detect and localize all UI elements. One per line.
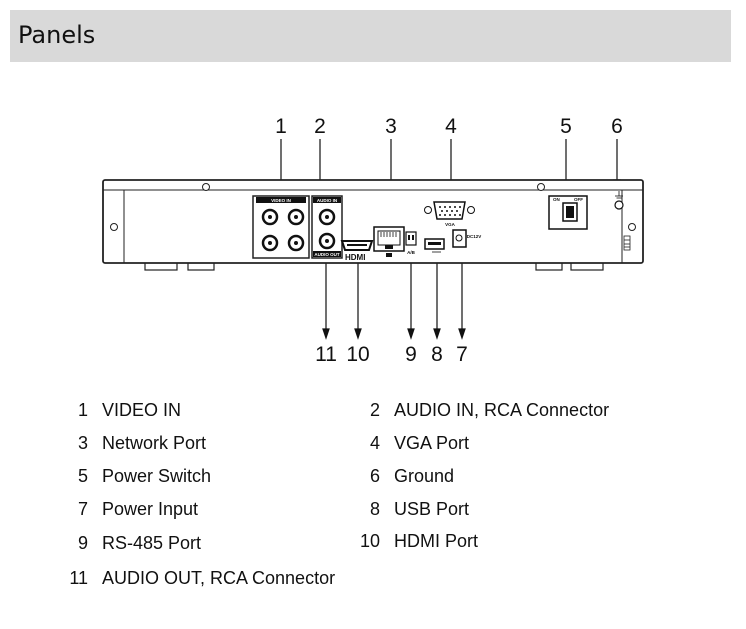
callout-5: 5 xyxy=(560,115,572,138)
section-header: Panels xyxy=(10,10,731,62)
device-chassis xyxy=(102,179,644,271)
network-port xyxy=(373,226,405,257)
callout-4: 4 xyxy=(445,115,457,138)
on-label: ON xyxy=(553,197,560,202)
rs485-port: A/B xyxy=(405,231,417,255)
audio-out-label: AUDIO OUT xyxy=(314,252,340,257)
power-input: DC12V xyxy=(452,229,482,248)
callout-10: 10 xyxy=(346,343,369,366)
callout-9: 9 xyxy=(405,343,417,366)
callout-11: 11 xyxy=(315,343,337,366)
callout-1: 1 xyxy=(275,115,287,138)
callout-8: 8 xyxy=(431,343,443,366)
callout-7: 7 xyxy=(456,343,468,366)
dc-label: DC12V xyxy=(467,234,482,239)
ground-terminal xyxy=(614,191,624,210)
audio-ports: AUDIO IN AUDIO OUT xyxy=(311,195,343,259)
hdmi-logo: HDMI xyxy=(345,253,365,262)
section-title: Panels xyxy=(18,21,96,49)
usb-port xyxy=(424,238,445,253)
power-switch: ON OFF xyxy=(548,195,588,230)
callout-3: 3 xyxy=(385,115,397,138)
ab-label: A/B xyxy=(407,250,416,255)
video-in-ports: VIDEO IN xyxy=(252,195,310,259)
hdmi-port: HDMI xyxy=(340,240,374,262)
callout-6: 6 xyxy=(611,115,623,138)
callout-2: 2 xyxy=(314,115,326,138)
off-label: OFF xyxy=(574,197,583,202)
video-in-label: VIDEO IN xyxy=(271,198,291,203)
audio-in-label: AUDIO IN xyxy=(317,198,337,203)
vga-port: VGA xyxy=(424,201,475,227)
vga-label: VGA xyxy=(445,222,456,227)
